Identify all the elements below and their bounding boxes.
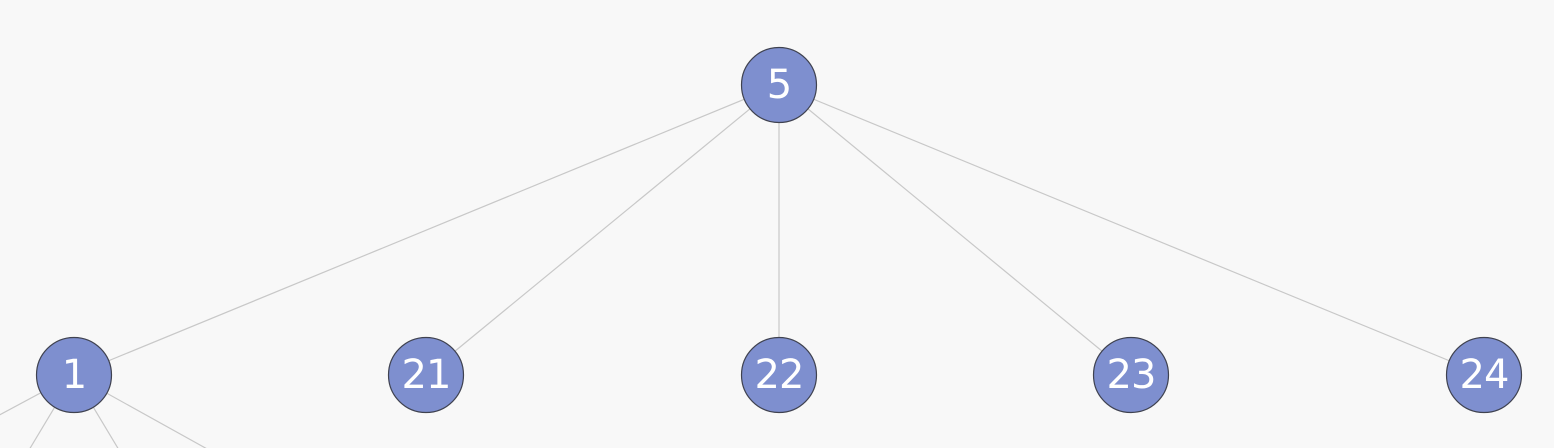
node-label: 22 [755, 352, 804, 398]
node-label: 1 [62, 352, 86, 398]
node-label: 5 [767, 62, 791, 108]
node-layer: 5 1 21 22 23 24 [35, 46, 1523, 414]
tree-node-22[interactable]: 22 [740, 336, 818, 414]
tree-node-24[interactable]: 24 [1445, 336, 1523, 414]
edge-5-24 [778, 84, 1485, 376]
node-label: 24 [1460, 352, 1509, 398]
edge-5-21 [425, 84, 780, 376]
tree-node-5[interactable]: 5 [740, 46, 818, 124]
tree-node-23[interactable]: 23 [1092, 336, 1170, 414]
node-circle [740, 336, 818, 414]
tree-node-1[interactable]: 1 [35, 336, 113, 414]
node-circle [387, 336, 465, 414]
node-circle [1445, 336, 1523, 414]
node-circle [35, 336, 113, 414]
node-label: 23 [1107, 352, 1156, 398]
edge-layer [0, 84, 1485, 448]
node-label: 21 [402, 352, 451, 398]
edge-5-23 [778, 84, 1132, 376]
node-circle [1092, 336, 1170, 414]
tree-node-21[interactable]: 21 [387, 336, 465, 414]
node-circle [740, 46, 818, 124]
edge-5-1 [73, 84, 780, 376]
